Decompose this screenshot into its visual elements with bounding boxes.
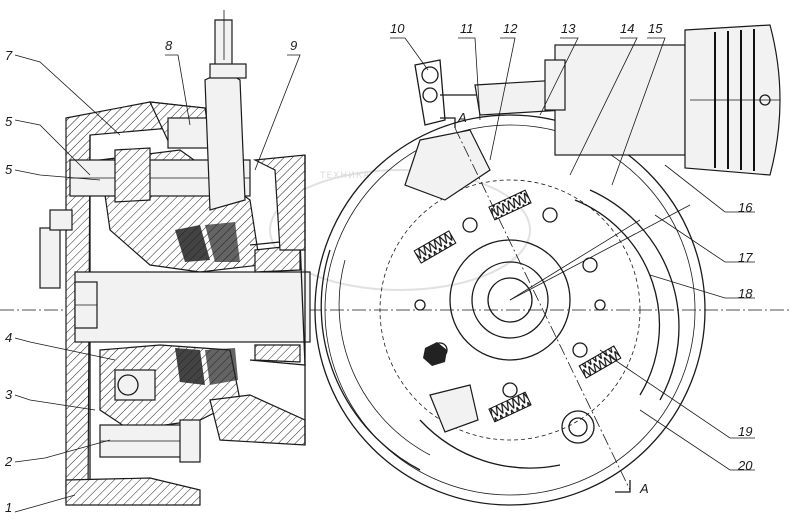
watermark: ТЕХНИКА — [269, 169, 531, 291]
leader-9 — [254, 54, 301, 171]
hub-cross-section — [0, 10, 790, 506]
callout-8: 8 — [165, 38, 173, 53]
leader-7 — [14, 54, 121, 136]
callout-12: 12 — [503, 21, 518, 36]
callout-13: 13 — [561, 21, 576, 36]
leader-13 — [539, 37, 579, 116]
leader-2 — [14, 439, 111, 463]
section-label-bottom: A — [639, 481, 649, 496]
leader-17 — [654, 214, 755, 263]
leader-16 — [664, 164, 755, 213]
callout-16: 16 — [738, 200, 753, 215]
leader-20 — [639, 409, 755, 471]
callout-14: 14 — [620, 21, 634, 36]
leader-lines — [14, 37, 755, 513]
leader-8 — [165, 54, 191, 126]
bearing-lower — [175, 348, 238, 385]
watermark-text: ТЕХНИКА — [319, 171, 370, 181]
callout-1: 1 — [5, 500, 12, 515]
leader-15 — [611, 37, 666, 186]
callout-3: 3 — [5, 387, 13, 402]
callout-11: 11 — [460, 21, 474, 36]
section-label-top: A — [457, 110, 467, 125]
callout-labels: 1 2 3 4 5 5 7 8 9 10 11 12 13 14 15 16 1… — [4, 21, 753, 515]
callout-10: 10 — [390, 21, 405, 36]
callout-18: 18 — [738, 286, 753, 301]
callout-17: 17 — [738, 250, 753, 265]
callout-15: 15 — [648, 21, 663, 36]
callout-9: 9 — [290, 38, 297, 53]
leader-3 — [14, 394, 96, 411]
leader-1 — [14, 494, 76, 513]
callout-5b: 5 — [5, 162, 13, 177]
callout-20: 20 — [737, 458, 753, 473]
leader-14 — [569, 37, 638, 176]
leader-12 — [489, 37, 516, 161]
leader-11 — [458, 37, 481, 121]
leader-4 — [14, 337, 116, 361]
callout-19: 19 — [738, 424, 752, 439]
bearing-upper — [175, 222, 240, 262]
callout-2: 2 — [4, 454, 13, 469]
leader-5a — [14, 119, 91, 176]
leader-10 — [390, 37, 429, 71]
callout-4: 4 — [5, 330, 12, 345]
brake-chamber — [544, 24, 781, 176]
leader-18 — [649, 274, 755, 299]
leader-19 — [599, 349, 755, 439]
leader-5b — [14, 169, 101, 181]
callout-7: 7 — [5, 48, 13, 63]
brake-front-view — [314, 24, 781, 506]
callout-5a: 5 — [5, 114, 13, 129]
